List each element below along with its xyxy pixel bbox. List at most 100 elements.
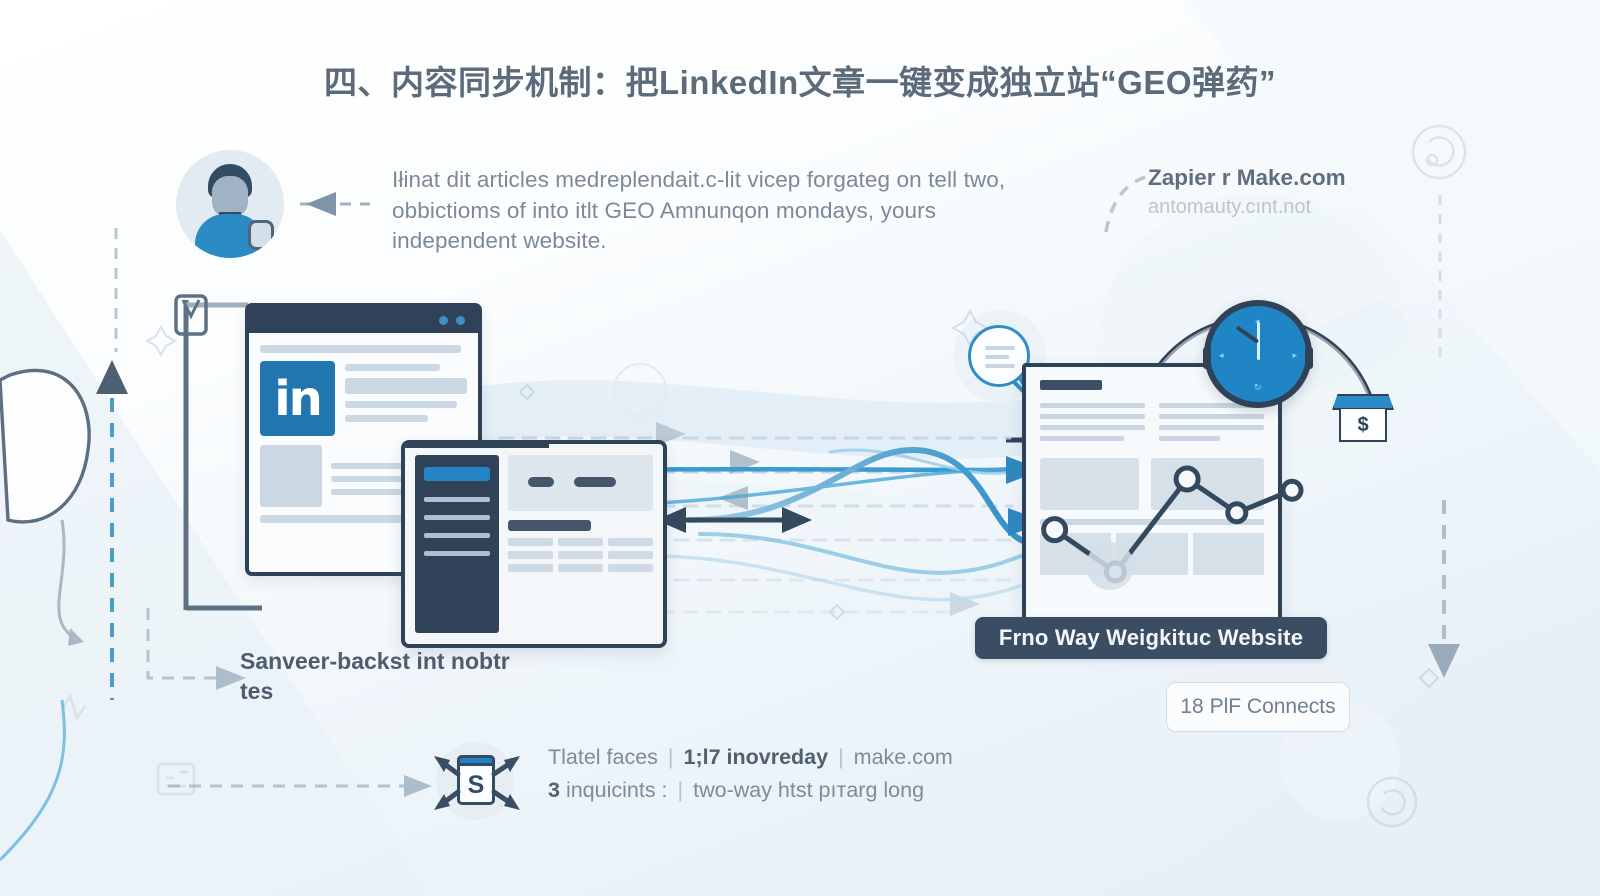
database-cylinder-top [457, 755, 495, 766]
meta-line-1: Tlatel faces | 1;l7 inovreday | make.com [548, 741, 1068, 774]
magnifier-line [985, 355, 1009, 359]
meta-label: inquicints : [565, 778, 668, 802]
meta-separator: | [838, 745, 844, 769]
placeholder-image [260, 445, 322, 507]
meta-note: two-way htst pıтarg long [693, 778, 925, 802]
linkedin-page-body: in [249, 333, 478, 542]
placeholder-bar [345, 364, 441, 371]
cms-primary-bar [508, 520, 591, 531]
meta-value: 1;l7 inovreday [683, 745, 829, 769]
bottom-metadata: Tlatel faces | 1;l7 inovreday | make.com… [548, 741, 1068, 807]
intro-paragraph: Iłinat dit articles medreplendait.c-lit … [392, 167, 1006, 253]
cms-sidebar[interactable] [415, 455, 499, 633]
clock-nub [1305, 347, 1313, 369]
document-block [1192, 533, 1264, 575]
clock-tick: ◂ [1219, 350, 1224, 360]
linkedin-article-row [260, 445, 467, 507]
document-column [1159, 403, 1264, 447]
cms-sidebar-item[interactable] [424, 497, 490, 502]
placeholder-cell [558, 564, 603, 572]
cms-sidebar-item[interactable] [424, 533, 490, 538]
placeholder-cell [558, 538, 603, 546]
meta-separator: | [677, 778, 684, 802]
avatar [176, 150, 284, 258]
automation-subtitle: antomauty.cınt.not [1148, 196, 1312, 218]
automation-callout: Zapier r Make.com antomauty.cınt.not [1148, 164, 1448, 220]
placeholder-bar [331, 489, 432, 495]
cms-grid [508, 538, 653, 577]
cms-content-area [508, 455, 653, 633]
document-heading-bar [1040, 380, 1102, 390]
document-image [1040, 458, 1139, 510]
cms-sidebar-item[interactable] [424, 515, 490, 520]
text-line [1159, 425, 1264, 430]
avatar-face [212, 176, 248, 218]
cms-grid-col [608, 538, 653, 577]
placeholder-cell [608, 551, 653, 559]
chart-node [1041, 516, 1069, 544]
chart-node [1173, 465, 1201, 493]
window-dot-icon [439, 316, 448, 325]
chart-node [1225, 501, 1249, 525]
placeholder-cell [608, 564, 653, 572]
text-line [1159, 414, 1264, 419]
database-sync-icon: S [436, 742, 514, 820]
database-label: S [467, 771, 485, 799]
cms-dashboard-window[interactable] [401, 440, 667, 648]
connections-button[interactable]: 18 PlF Connects [1166, 682, 1350, 732]
cms-grid-col [558, 538, 603, 577]
clock-tick: ▸ [1292, 350, 1297, 360]
sync-arrows-icon [434, 756, 520, 810]
status-badge: Frno Way Weigkituc Website [975, 617, 1327, 659]
meta-count: 3 [548, 778, 560, 802]
placeholder-cell [608, 538, 653, 546]
clock-tick: ◂ [1255, 316, 1260, 326]
cms-button[interactable] [574, 477, 616, 487]
text-line [1159, 436, 1220, 441]
magnifier-line [985, 346, 1015, 350]
placeholder-bar [331, 476, 462, 482]
cms-grid-col [508, 538, 553, 577]
window-dot-icon [456, 316, 465, 325]
text-line [1040, 403, 1145, 408]
text-line [1040, 436, 1124, 441]
placeholder-bar [260, 515, 459, 523]
chart-node [1280, 478, 1304, 502]
placeholder-bar [331, 463, 451, 469]
placeholder-bar [345, 401, 458, 408]
shop-icon: $ [1332, 392, 1394, 444]
clock-tick: ↻ [1254, 382, 1262, 392]
meta-label: Tlatel faces [548, 745, 658, 769]
meta-line-2: 3 inquicints : | two-way htst pıтarg lon… [548, 774, 1068, 807]
cms-sidebar-item-active[interactable] [424, 467, 490, 481]
meta-source: make.com [853, 745, 953, 769]
automation-title: Zapier r Make.com [1148, 165, 1346, 190]
clock-icon: ◂ ◂ ▸ ↻ [1203, 300, 1313, 408]
cms-sidebar-item[interactable] [424, 551, 490, 556]
placeholder-cell [508, 538, 553, 546]
document-text-columns [1040, 403, 1264, 447]
magnifier-line [985, 364, 1015, 368]
shop-currency-label: $ [1357, 414, 1369, 436]
meta-separator: | [667, 745, 674, 769]
placeholder-bar [345, 415, 428, 422]
left-caption-label: Sanveer-backst int nobtr tes [240, 648, 510, 704]
text-line [1040, 414, 1145, 419]
shop-body [1339, 409, 1387, 442]
clock-nub [1203, 347, 1211, 369]
analytics-line-chart [1041, 465, 1304, 590]
linkedin-logo-icon: in [260, 361, 335, 436]
placeholder-cell [508, 564, 553, 572]
placeholder-cell [558, 551, 603, 559]
cms-toggle-icon[interactable] [528, 477, 554, 487]
placeholder-cell [508, 551, 553, 559]
chart-nodes [1041, 465, 1304, 584]
document-column [1040, 403, 1145, 447]
window-tab[interactable] [405, 444, 549, 448]
placeholder-bar [260, 345, 461, 353]
page-title: 四、内容同步机制：把LinkedIn文章一键变成独立站“GEO弹药” [323, 64, 1277, 101]
text-line [1040, 425, 1145, 430]
placeholder-bar [345, 378, 467, 394]
browser-titlebar [249, 307, 478, 333]
